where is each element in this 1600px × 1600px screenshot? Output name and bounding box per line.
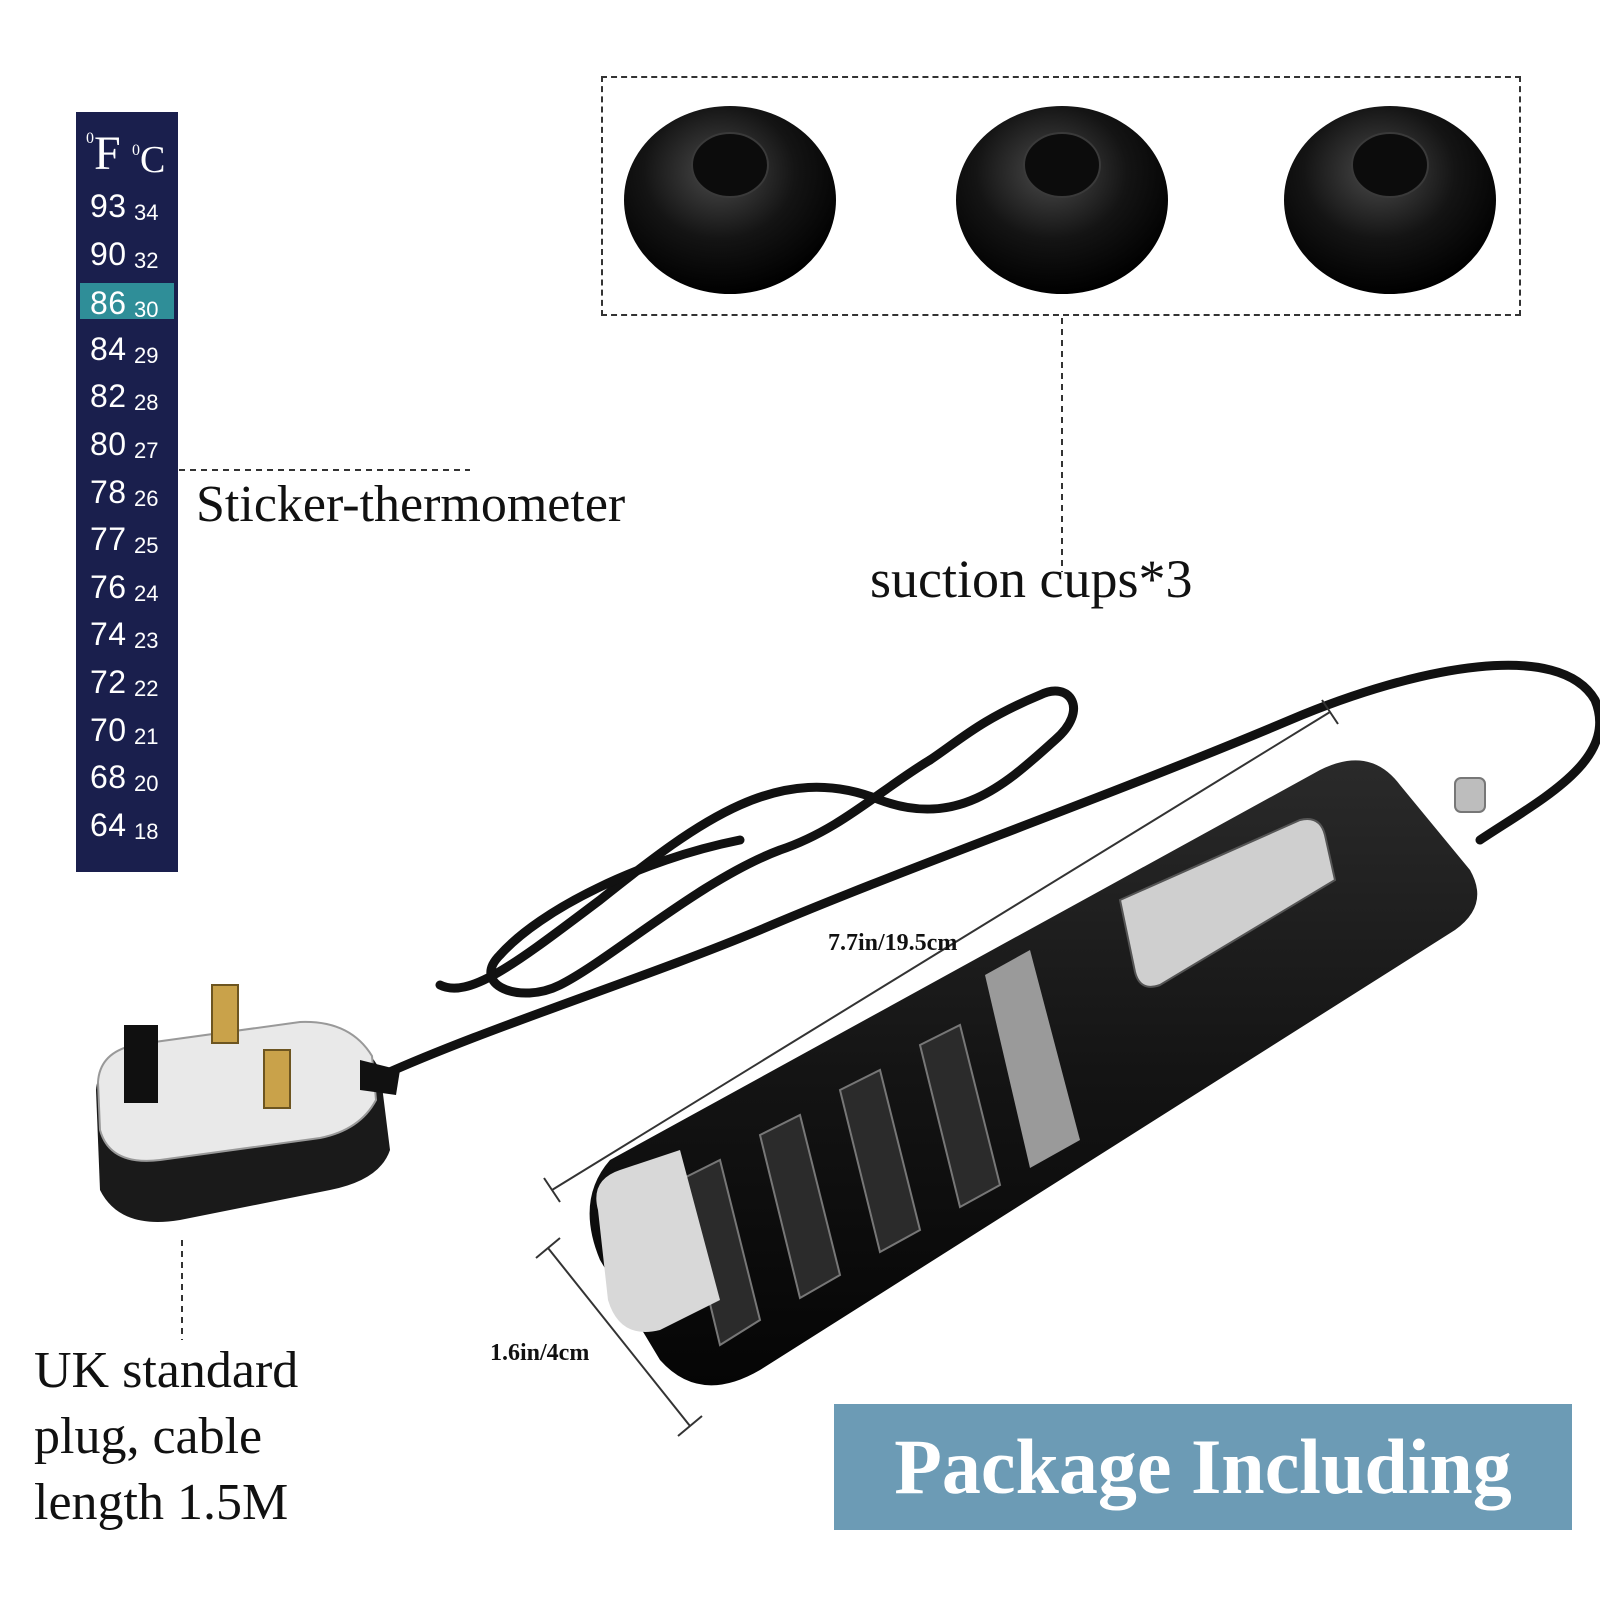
thermometer-fahrenheit-value: 80 [90, 426, 127, 462]
uk-plug [96, 984, 400, 1222]
thermometer-row: 86 30 [80, 283, 174, 322]
thermometer-fahrenheit-value: 78 [90, 473, 127, 510]
thermometer-fahrenheit-value: 82 [90, 378, 127, 415]
thermometer-row: 70 21 [76, 710, 178, 750]
thermometer-fahrenheit-value: 70 [90, 711, 127, 748]
thermometer-celsius-value: 30 [134, 297, 159, 323]
thermometer-fahrenheit-value: 76 [90, 568, 127, 605]
thermometer-row: 78 26 [76, 472, 178, 512]
thermometer-row: 64 18 [76, 805, 178, 845]
package-including-banner: Package Including [834, 1404, 1572, 1530]
unit-fahrenheit: F [94, 127, 121, 180]
thermometer-row: 72 22 [76, 662, 178, 702]
thermometer-fahrenheit-value: 68 [90, 759, 127, 796]
length-dimension-label: 7.7in/19.5cm [828, 930, 958, 956]
thermometer-row: 68 20 [76, 757, 178, 797]
sticker-thermometer-label: Sticker-thermometer [196, 476, 626, 533]
thermometer-celsius-value: 23 [134, 628, 159, 654]
thermometer-row: 76 24 [76, 567, 178, 607]
suction-cup-1 [624, 106, 836, 294]
thermometer-celsius-value: 34 [134, 200, 159, 225]
suction-cup-3 [1284, 106, 1496, 294]
thermometer-celsius-value: 29 [134, 342, 159, 368]
thermometer-fahrenheit-value: 74 [90, 616, 127, 653]
thermometer-celsius-value: 21 [134, 723, 159, 749]
thermometer-row: 90 32 [76, 234, 178, 274]
thermometer-row: 77 25 [76, 519, 178, 559]
plug-label: UK standard plug, cable length 1.5M [34, 1338, 374, 1536]
suction-cups-box [601, 76, 1521, 316]
sticker-thermometer: 0 F 0 C 93 34 90 32 86 30 84 29 82 28 80 27 78 26 77 25… [76, 112, 178, 872]
thermometer-celsius-value: 24 [134, 580, 159, 606]
thermometer-celsius-value: 20 [134, 771, 159, 797]
degree-mark-c: 0 [132, 142, 140, 159]
thermometer-fahrenheit-value: 64 [90, 806, 127, 843]
thermometer-fahrenheit-value: 90 [90, 235, 127, 272]
thermometer-row: 82 28 [76, 376, 178, 416]
thermometer-row: 84 29 [76, 329, 178, 369]
thermometer-fahrenheit-value: 93 [90, 188, 127, 224]
thermometer-celsius-value: 32 [134, 247, 159, 273]
plug-label-line-1: UK standard [34, 1342, 299, 1399]
degree-mark-f: 0 [86, 130, 94, 147]
diameter-dimension [535, 1237, 703, 1437]
thermometer-celsius-value: 25 [134, 533, 159, 559]
plug-label-line-2: plug, cable [34, 1408, 263, 1465]
diameter-dimension-label: 1.6in/4cm [490, 1340, 590, 1366]
thermometer-celsius-value: 22 [134, 676, 159, 701]
aquarium-heater [589, 760, 1486, 1386]
unit-celsius: C [140, 139, 166, 181]
suction-cup-2 [956, 106, 1168, 294]
thermometer-celsius-value: 26 [134, 485, 159, 511]
thermometer-fahrenheit-value: 84 [90, 330, 127, 367]
thermometer-fahrenheit-value: 86 [90, 285, 127, 322]
suction-cups-label: suction cups*3 [870, 549, 1193, 609]
thermometer-row: 74 23 [76, 614, 178, 654]
thermometer-fahrenheit-value: 77 [90, 521, 127, 558]
length-dimension [543, 699, 1339, 1203]
thermometer-row: 93 34 [76, 186, 178, 226]
thermometer-celsius-value: 27 [134, 438, 159, 463]
thermometer-row: 80 27 [76, 424, 178, 464]
power-cable [367, 660, 1600, 1085]
plug-label-line-3: length 1.5M [34, 1474, 289, 1531]
thermometer-units: 0 F 0 C [76, 118, 178, 188]
thermometer-celsius-value: 28 [134, 390, 159, 416]
thermometer-fahrenheit-value: 72 [90, 664, 127, 700]
thermometer-celsius-value: 18 [134, 818, 159, 844]
banner-text: Package Including [894, 1423, 1512, 1510]
